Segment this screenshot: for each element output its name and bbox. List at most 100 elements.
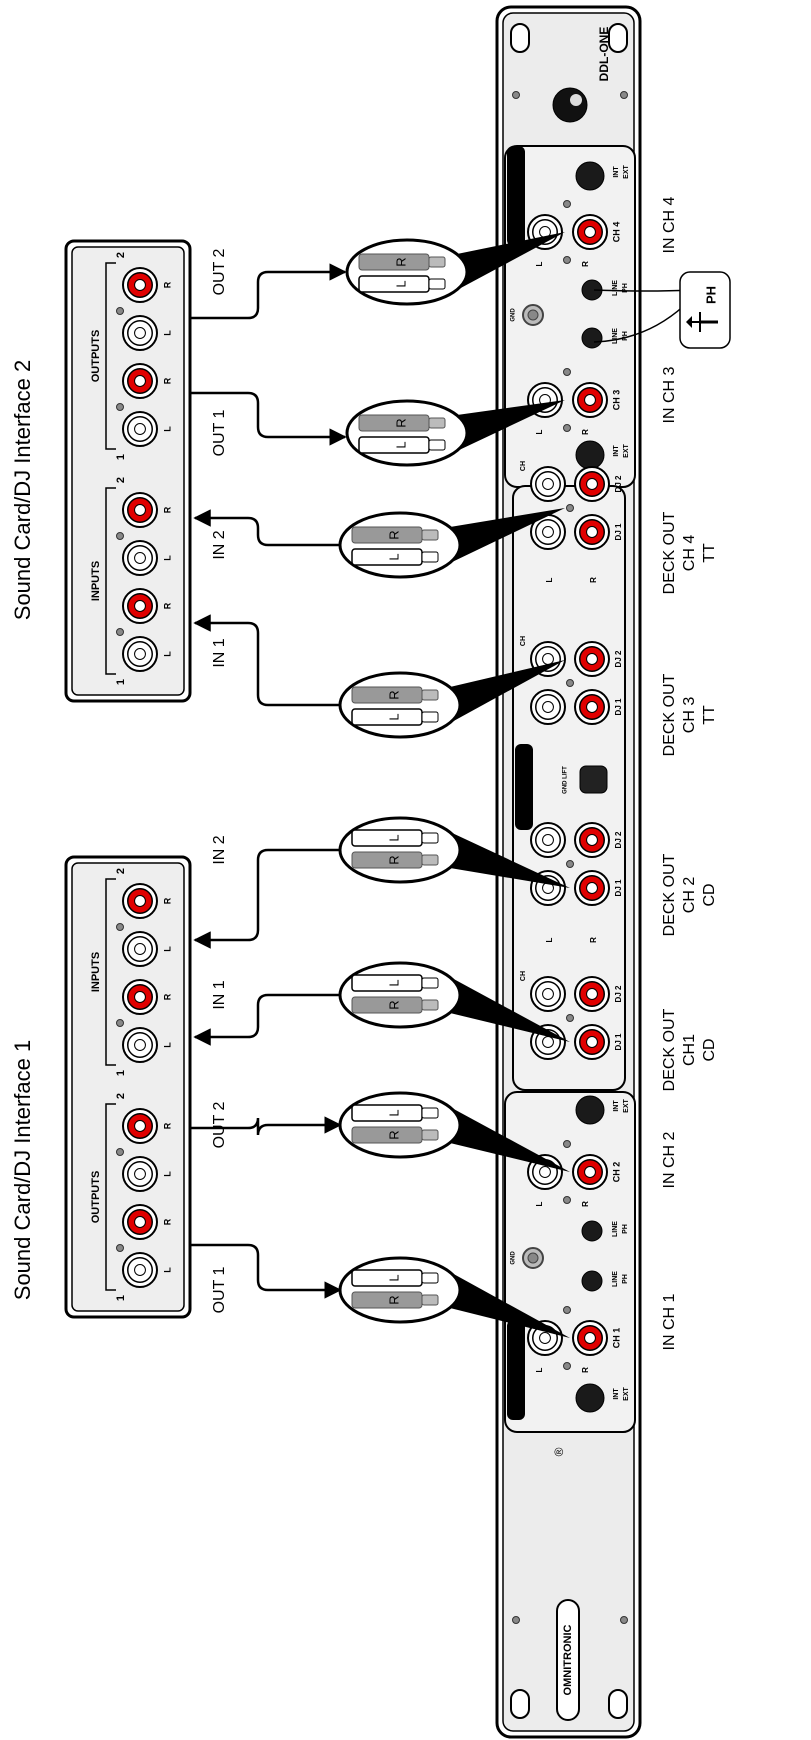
connection-label: IN 1 [211,638,228,667]
rca-plug-pair: RL [338,660,565,739]
rca-jack[interactable] [122,267,158,303]
plug-label-r: R [386,690,401,699]
rca-jack[interactable] [122,1156,158,1192]
rca-jack[interactable] [122,636,158,672]
screw-dot [116,1148,124,1156]
line-ph-switch[interactable] [581,1220,603,1242]
gnd-lift-label: GND LIFT [563,766,569,794]
rca-jack[interactable] [530,514,566,550]
rca-jack[interactable] [122,883,158,919]
signal-line [190,263,347,320]
rca-jack[interactable] [122,1108,158,1144]
plug-label-l: L [393,280,408,287]
section-title-bg [507,146,525,246]
rca-jack[interactable] [572,1320,608,1356]
rca-jack[interactable] [572,214,608,250]
deck-label-r: R [589,577,598,583]
rca-jack[interactable] [122,1252,158,1288]
channel-label: CH 1 [611,1328,621,1349]
group-num: 1 [115,1295,127,1301]
rca-jack[interactable] [574,1024,610,1060]
jack-label: L [162,555,172,561]
switch-label-ph: PH [622,1224,629,1234]
line-ph-switch[interactable] [581,1270,603,1292]
rca-jack[interactable] [530,822,566,858]
bottom-label: TT [701,543,718,563]
section-title: DJ INTERFACE 2 [510,160,520,233]
rca-plug-pair: RL [338,961,570,1042]
rca-jack[interactable] [574,466,610,502]
line-ph-switch[interactable] [581,327,603,349]
gnd-label: GND [511,308,517,322]
rca-jack[interactable] [574,870,610,906]
screw-dot [116,532,124,540]
rca-jack[interactable] [122,492,158,528]
jack-label: R [162,1122,172,1129]
callout-box [679,271,731,349]
bottom-label: CH 4 [681,535,698,572]
deck-label-dj2: DJ 2 [614,650,623,667]
rca-jack[interactable] [574,514,610,550]
group-bracket [105,878,116,1066]
rca-jack[interactable] [574,641,610,677]
int-ext-switch[interactable] [575,161,605,191]
rca-jack[interactable] [122,363,158,399]
deck-label-ch: CH [520,636,527,646]
screw-dot [566,679,574,687]
screw-dot [620,1616,628,1624]
group-num: 1 [115,679,127,685]
mount-slot [608,1689,628,1719]
rca-jack[interactable] [122,1027,158,1063]
jack-label: L [535,429,544,434]
rca-jack[interactable] [572,382,608,418]
jack-label: R [581,261,590,267]
jack-label: L [162,1042,172,1048]
int-ext-switch[interactable] [575,440,605,470]
int-ext-switch[interactable] [575,1095,605,1125]
rca-jack[interactable] [530,976,566,1012]
rca-jack[interactable] [122,931,158,967]
rca-jack[interactable] [572,1154,608,1190]
rca-jack[interactable] [530,689,566,725]
deck-label-ch: CH [520,461,527,471]
gnd-lift-switch[interactable] [579,765,608,794]
switch-label-ext: EXT [623,164,630,178]
bottom-label: IN CH 4 [661,196,678,253]
screw-dot [512,1616,520,1624]
screw-dot [116,1019,124,1027]
switch-label-ext: EXT [623,1098,630,1112]
rca-jack[interactable] [530,466,566,502]
plug-label-l: L [386,979,401,986]
screw-dot [563,1196,571,1204]
rca-jack[interactable] [122,540,158,576]
deck-label-ch: CH [520,971,527,981]
group-bracket [105,1103,116,1291]
rca-jack[interactable] [574,689,610,725]
rca-plug-pair: RL [345,399,565,467]
switch-label-line: LINE [612,328,619,344]
power-knob[interactable] [552,87,588,123]
switch-label-int: INT [613,166,620,178]
connection-label: IN 2 [211,530,228,559]
rca-jack[interactable] [122,315,158,351]
jack-label: L [535,1201,544,1206]
rca-jack[interactable] [122,411,158,447]
screw-dot [116,403,124,411]
rca-jack[interactable] [574,976,610,1012]
gnd-label: GND [511,1251,517,1265]
mount-slot [608,23,628,53]
rca-jack[interactable] [122,1204,158,1240]
bottom-label: CH 2 [681,877,698,914]
screw-dot [563,424,571,432]
jack-label: R [581,1201,590,1207]
rca-jack[interactable] [574,822,610,858]
switch-label-ph: PH [622,1274,629,1284]
bottom-label: TT [701,705,718,725]
int-ext-switch[interactable] [575,1383,605,1413]
rca-jack[interactable] [122,588,158,624]
group-header: OUTPUTS [90,1171,102,1224]
rca-jack[interactable] [122,979,158,1015]
